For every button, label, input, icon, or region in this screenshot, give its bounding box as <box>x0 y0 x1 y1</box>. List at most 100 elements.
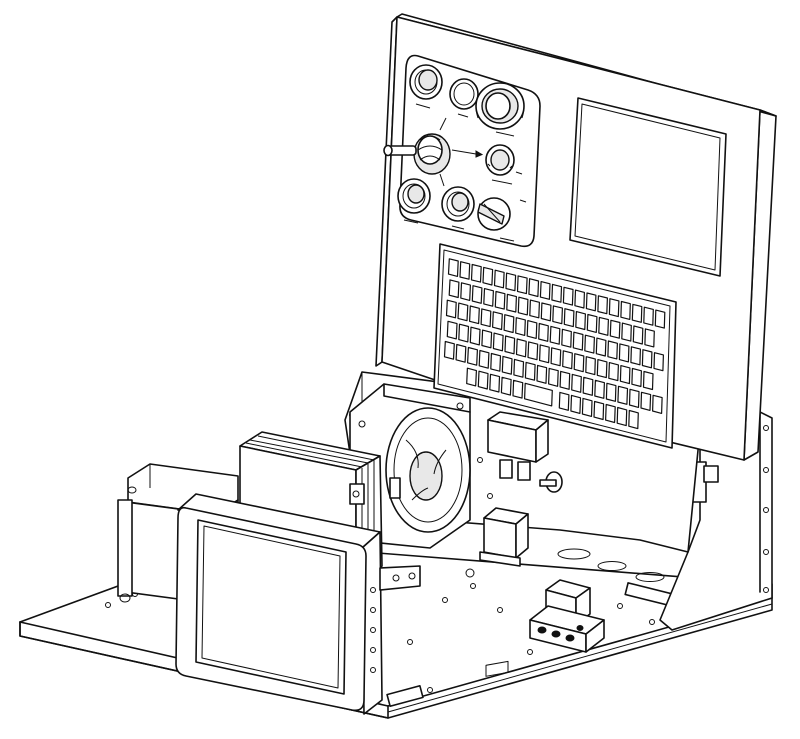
keyboard-key[interactable] <box>483 288 494 307</box>
keyboard-key[interactable] <box>477 370 489 390</box>
keyboard-key[interactable] <box>562 350 573 370</box>
keyboard-key[interactable] <box>596 359 608 379</box>
keyboard-key[interactable] <box>551 283 563 303</box>
keyboard-key[interactable] <box>598 316 610 336</box>
keyboard-key[interactable] <box>506 293 518 313</box>
keyboard-key[interactable] <box>445 299 457 319</box>
keyboard-key[interactable] <box>528 278 540 298</box>
keyboard-key[interactable] <box>494 290 506 310</box>
keyboard-key[interactable] <box>574 289 586 309</box>
keyboard-key[interactable] <box>540 302 552 322</box>
keyboard-key[interactable] <box>446 320 458 340</box>
emergency-stop-button[interactable] <box>475 82 525 130</box>
keyboard-key[interactable] <box>642 370 654 391</box>
keyboard-key[interactable] <box>539 281 551 300</box>
keyboard-key[interactable] <box>628 409 639 430</box>
keyboard-key[interactable] <box>517 296 529 316</box>
selector-switch[interactable] <box>477 197 511 231</box>
keyboard-key[interactable] <box>492 332 504 352</box>
keyboard-key[interactable] <box>529 299 541 319</box>
keyboard-key[interactable] <box>621 322 632 342</box>
keyboard-key[interactable] <box>538 322 549 342</box>
keyboard-key[interactable] <box>654 309 666 329</box>
keyboard-key[interactable] <box>482 266 494 286</box>
keyboard-key[interactable] <box>455 343 467 363</box>
keyboard-key[interactable] <box>480 308 492 328</box>
keyboard-key[interactable] <box>575 311 587 331</box>
keyboard-key[interactable] <box>538 344 550 364</box>
keyboard-key[interactable] <box>527 341 539 361</box>
keyboard-key[interactable] <box>504 335 516 355</box>
keyboard-key[interactable] <box>605 382 617 402</box>
keyboard-key[interactable] <box>651 394 663 414</box>
keyboard-key[interactable] <box>597 295 609 315</box>
keyboard-key[interactable] <box>632 325 644 345</box>
keyboard-key[interactable] <box>524 361 536 381</box>
keyboard-key[interactable] <box>653 352 665 372</box>
keyboard-key[interactable] <box>609 319 621 339</box>
keyboard-key[interactable] <box>581 397 593 417</box>
keyboard-key[interactable] <box>513 358 525 378</box>
keyboard-key[interactable] <box>550 347 562 367</box>
keyboard-key[interactable] <box>593 400 605 421</box>
keyboard-key[interactable] <box>552 305 564 325</box>
keyboard-key[interactable] <box>470 263 482 283</box>
keyboard-key[interactable] <box>467 346 478 366</box>
keyboard-key[interactable] <box>607 340 619 360</box>
keyboard-key[interactable] <box>489 373 501 393</box>
push-button-3[interactable] <box>397 178 431 214</box>
keyboard-key[interactable] <box>492 311 503 331</box>
keyboard-key[interactable] <box>459 261 471 280</box>
keyboard-key[interactable] <box>471 285 483 304</box>
keyboard-key[interactable] <box>582 376 594 396</box>
keyboard-key[interactable] <box>559 370 571 390</box>
keyboard-key[interactable] <box>631 303 643 323</box>
keyboard-key[interactable] <box>643 306 654 326</box>
keyboard-key[interactable] <box>594 379 606 399</box>
keyboard-key[interactable] <box>501 355 513 375</box>
keyboard-key[interactable] <box>523 382 553 407</box>
keyboard-key[interactable] <box>448 279 460 299</box>
keyboard-key[interactable] <box>500 376 512 396</box>
keyboard-key[interactable] <box>478 349 490 369</box>
keyboard-key[interactable] <box>586 313 598 333</box>
keyboard-key[interactable] <box>563 308 575 328</box>
keyboard-key[interactable] <box>584 334 596 354</box>
keyboard-key[interactable] <box>481 329 493 349</box>
monitor-side-buttons[interactable] <box>370 587 376 673</box>
keyboard-key[interactable] <box>443 340 455 360</box>
rotary-knob[interactable] <box>485 144 515 176</box>
keyboard-key[interactable] <box>631 367 643 388</box>
keyboard-key[interactable] <box>516 275 528 295</box>
keyboard-key[interactable] <box>562 286 574 306</box>
keyboard-key[interactable] <box>617 385 629 405</box>
keyboard-key[interactable] <box>447 258 459 277</box>
keyboard-key[interactable] <box>505 272 517 292</box>
keyboard-key[interactable] <box>604 403 616 424</box>
keyboard-key[interactable] <box>608 298 620 318</box>
joystick[interactable] <box>383 117 484 187</box>
push-button-2[interactable] <box>449 78 479 110</box>
keyboard-key[interactable] <box>469 326 481 346</box>
keyboard-key[interactable] <box>503 314 515 334</box>
keyboard-key[interactable] <box>526 320 538 339</box>
push-button-1[interactable] <box>409 64 443 100</box>
keyboard-key[interactable] <box>466 367 477 387</box>
membrane-keyboard[interactable] <box>433 243 677 449</box>
keyboard-key[interactable] <box>619 365 631 385</box>
keyboard-key[interactable] <box>585 292 597 312</box>
keyboard-key[interactable] <box>490 352 502 372</box>
keyboard-key[interactable] <box>641 349 653 369</box>
keyboard-key[interactable] <box>561 328 572 348</box>
keyboard-key[interactable] <box>460 282 471 301</box>
keyboard-key[interactable] <box>585 356 596 376</box>
keyboard-key[interactable] <box>571 373 582 393</box>
keyboard-key[interactable] <box>549 325 561 345</box>
push-button-4[interactable] <box>441 186 475 222</box>
keyboard-key[interactable] <box>630 346 642 366</box>
keyboard-key[interactable] <box>512 379 524 399</box>
keyboard-key[interactable] <box>644 328 655 348</box>
keyboard-key[interactable] <box>558 391 570 411</box>
keyboard-key[interactable] <box>618 343 630 363</box>
keyboard-key[interactable] <box>595 337 607 357</box>
